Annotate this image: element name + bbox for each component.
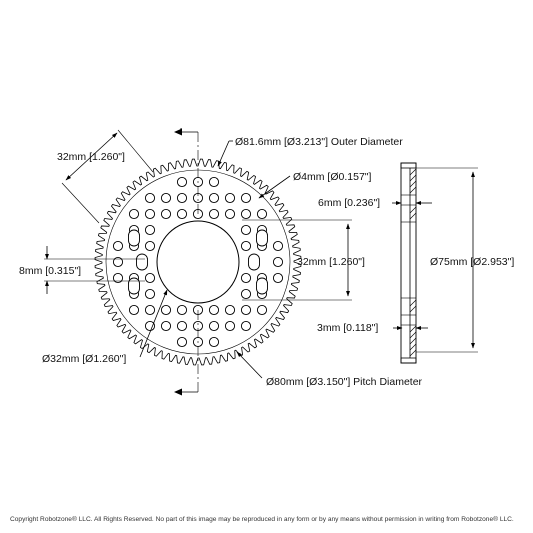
mounting-hole [208, 208, 220, 220]
mounting-hole [256, 208, 268, 220]
mounting-slot [128, 229, 140, 247]
mounting-slot [128, 277, 140, 295]
mounting-hole [144, 208, 156, 220]
mounting-slot [256, 277, 268, 295]
mounting-hole [176, 320, 188, 332]
mounting-hole [128, 304, 140, 316]
mounting-hole [144, 224, 156, 236]
mounting-hole [160, 208, 172, 220]
mounting-hole [208, 320, 220, 332]
mounting-hole [208, 336, 220, 348]
bore-diameter-dimension: Ø32mm [Ø1.260"] [42, 289, 168, 365]
outer-diameter-label: Ø81.6mm [Ø3.213"] Outer Diameter [235, 136, 403, 148]
mounting-hole [176, 208, 188, 220]
mounting-hole [240, 272, 252, 284]
mounting-hole [128, 208, 140, 220]
mounting-hole [240, 192, 252, 204]
pitch-diameter-dimension: Ø80mm [Ø3.150"] Pitch Diameter [236, 351, 423, 388]
hole-diameter-dimension: Ø4mm [Ø0.157"] [258, 171, 372, 199]
mounting-hole [176, 176, 188, 188]
vertical-spacing-dimension: 32mm [1.260"] [242, 219, 365, 301]
mounting-hole [272, 240, 284, 252]
mounting-hole [240, 240, 252, 252]
mounting-hole [176, 192, 188, 204]
slot-width-dimension: 8mm [0.315"] [19, 246, 145, 294]
mounting-hole [224, 304, 236, 316]
mounting-slot [248, 253, 260, 271]
mounting-hole [144, 240, 156, 252]
mounting-hole [240, 208, 252, 220]
hub-diameter-dimension: Ø75mm [Ø2.953"] [416, 167, 514, 353]
mounting-hole [224, 192, 236, 204]
mounting-hole [112, 256, 124, 268]
mounting-hole [176, 304, 188, 316]
hole-diameter-label: Ø4mm [Ø0.157"] [293, 171, 372, 183]
mounting-hole [272, 272, 284, 284]
mounting-hole [208, 192, 220, 204]
mounting-hole [144, 288, 156, 300]
mounting-hole [144, 272, 156, 284]
hub-diameter-label: Ø75mm [Ø2.953"] [430, 256, 514, 268]
mounting-hole [160, 320, 172, 332]
mounting-hole [256, 304, 268, 316]
mounting-hole [208, 304, 220, 316]
mounting-hole [144, 192, 156, 204]
mounting-hole [144, 304, 156, 316]
diagonal-spacing-dimension: 32mm [1.260"] [57, 129, 154, 224]
mounting-hole [112, 272, 124, 284]
mounting-hole [240, 224, 252, 236]
mounting-hole [224, 320, 236, 332]
mounting-hole [224, 208, 236, 220]
hub-thickness-dimension: 3mm [0.118"] [317, 322, 428, 334]
hub-thickness-label: 3mm [0.118"] [317, 322, 378, 334]
diagonal-spacing-label: 32mm [1.260"] [57, 151, 125, 163]
pitch-diameter-label: Ø80mm [Ø3.150"] Pitch Diameter [266, 376, 423, 388]
outer-diameter-dimension: Ø81.6mm [Ø3.213"] Outer Diameter [217, 136, 403, 167]
mounting-hole-pattern [112, 176, 284, 348]
mounting-hole [160, 304, 172, 316]
vertical-spacing-label: 32mm [1.260"] [297, 256, 365, 268]
slot-width-label: 8mm [0.315"] [19, 265, 81, 277]
mounting-hole [160, 192, 172, 204]
mounting-hole [240, 288, 252, 300]
thickness-label: 6mm [0.236"] [318, 197, 380, 209]
mounting-hole [144, 320, 156, 332]
mounting-hole [240, 320, 252, 332]
bore-diameter-label: Ø32mm [Ø1.260"] [42, 353, 126, 365]
section-line [174, 128, 199, 396]
mounting-hole [240, 304, 252, 316]
thickness-dimension: 6mm [0.236"] [318, 197, 432, 209]
mounting-hole [208, 176, 220, 188]
mounting-hole [112, 240, 124, 252]
mounting-slot [256, 229, 268, 247]
mounting-hole [176, 336, 188, 348]
mounting-hole [272, 256, 284, 268]
mounting-slot [136, 253, 148, 271]
center-bore [156, 220, 240, 304]
side-section-view [400, 162, 417, 364]
copyright-notice: Copyright Robotzone® LLC. All Rights Res… [10, 515, 514, 523]
